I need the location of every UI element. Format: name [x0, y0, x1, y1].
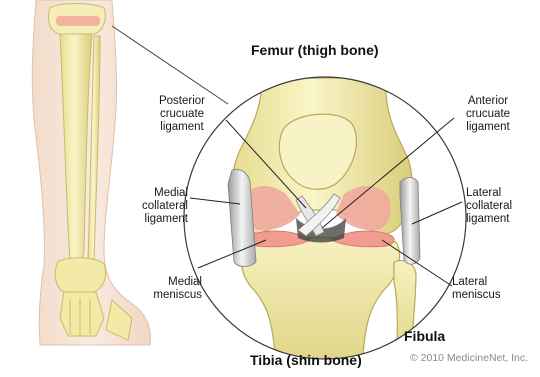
leg-knee-ligament	[56, 16, 100, 26]
label-medial-meniscus: Medial meniscus	[118, 276, 202, 302]
label-lateral-meniscus: Lateral meniscus	[452, 276, 532, 302]
femur-title: Femur (thigh bone)	[251, 42, 379, 58]
tibia-title: Tibia (shin bone)	[250, 352, 362, 368]
label-medial-collateral: Medial collateral ligament	[104, 187, 188, 226]
zoom-line-top	[112, 26, 228, 104]
label-lateral-collateral: Lateral collateral ligament	[466, 187, 536, 226]
fibula-label: Fibula	[404, 328, 445, 344]
label-anterior-cruciate: Anterior crucuate ligament	[448, 95, 528, 134]
leg-foot-bones	[60, 292, 104, 336]
copyright-text: © 2010 MedicineNet, Inc.	[410, 352, 528, 364]
leg-ankle-bones	[55, 258, 105, 292]
label-posterior-cruciate: Posterior crucuate ligament	[140, 95, 224, 134]
